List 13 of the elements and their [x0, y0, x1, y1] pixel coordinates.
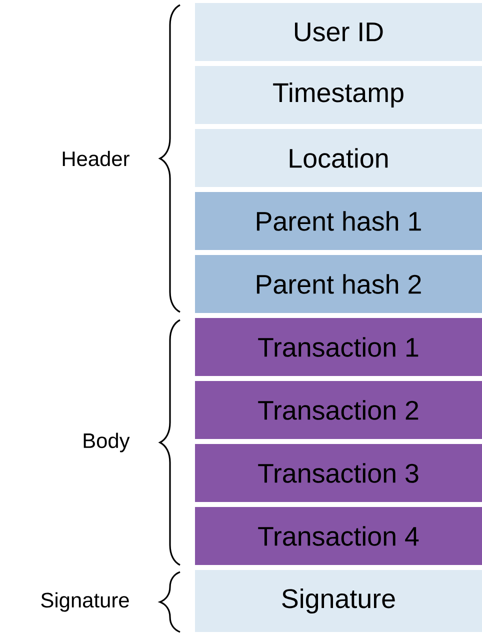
- field-box: Transaction 2: [195, 381, 482, 439]
- section-label: Signature: [41, 592, 129, 612]
- field-box: User ID: [195, 3, 482, 61]
- field-box: Parent hash 2: [195, 255, 482, 313]
- section-label: Header: [62, 150, 130, 166]
- section-label: Body: [84, 432, 130, 452]
- field-box: Timestamp: [195, 66, 482, 124]
- field-box: Transaction 4: [195, 507, 482, 565]
- field-box: Signature: [195, 570, 482, 632]
- field-box: Parent hash 1: [195, 192, 482, 250]
- field-box: Location: [195, 129, 482, 187]
- field-box: Transaction 3: [195, 444, 482, 502]
- field-box: Transaction 1: [195, 318, 482, 376]
